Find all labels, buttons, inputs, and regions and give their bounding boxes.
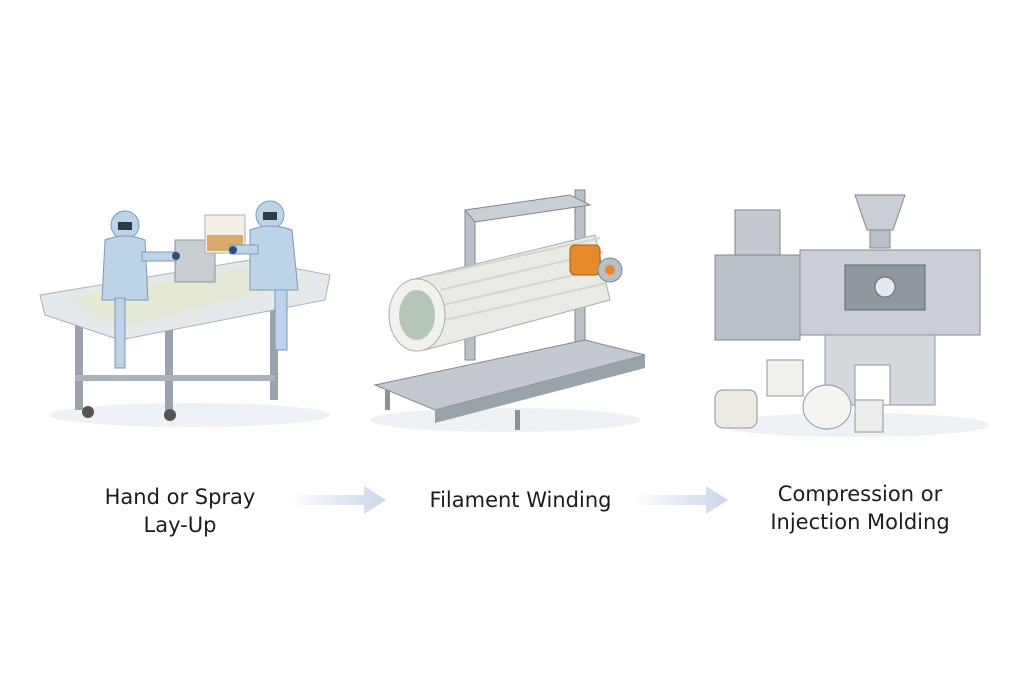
step-label-line: Hand or Spray [104,485,256,509]
step-label-line: Lay-Up [143,513,217,537]
step-label-hand-spray-layup: Hand or Spray Lay-Up [80,483,280,539]
step-label-line: Filament Winding [429,488,612,512]
injection-molding-machine-illustration [714,194,990,437]
step-label-line: Compression or [777,482,943,506]
step-label-line: Injection Molding [770,510,950,534]
filament-winding-machine-illustration [370,189,646,432]
right-arrow-icon [288,486,386,514]
step-label-compression-injection-molding: Compression or Injection Molding [755,480,965,536]
hand-spray-layup-illustration [39,200,331,427]
step-label-filament-winding: Filament Winding [418,486,623,514]
right-arrow-icon [630,486,728,514]
